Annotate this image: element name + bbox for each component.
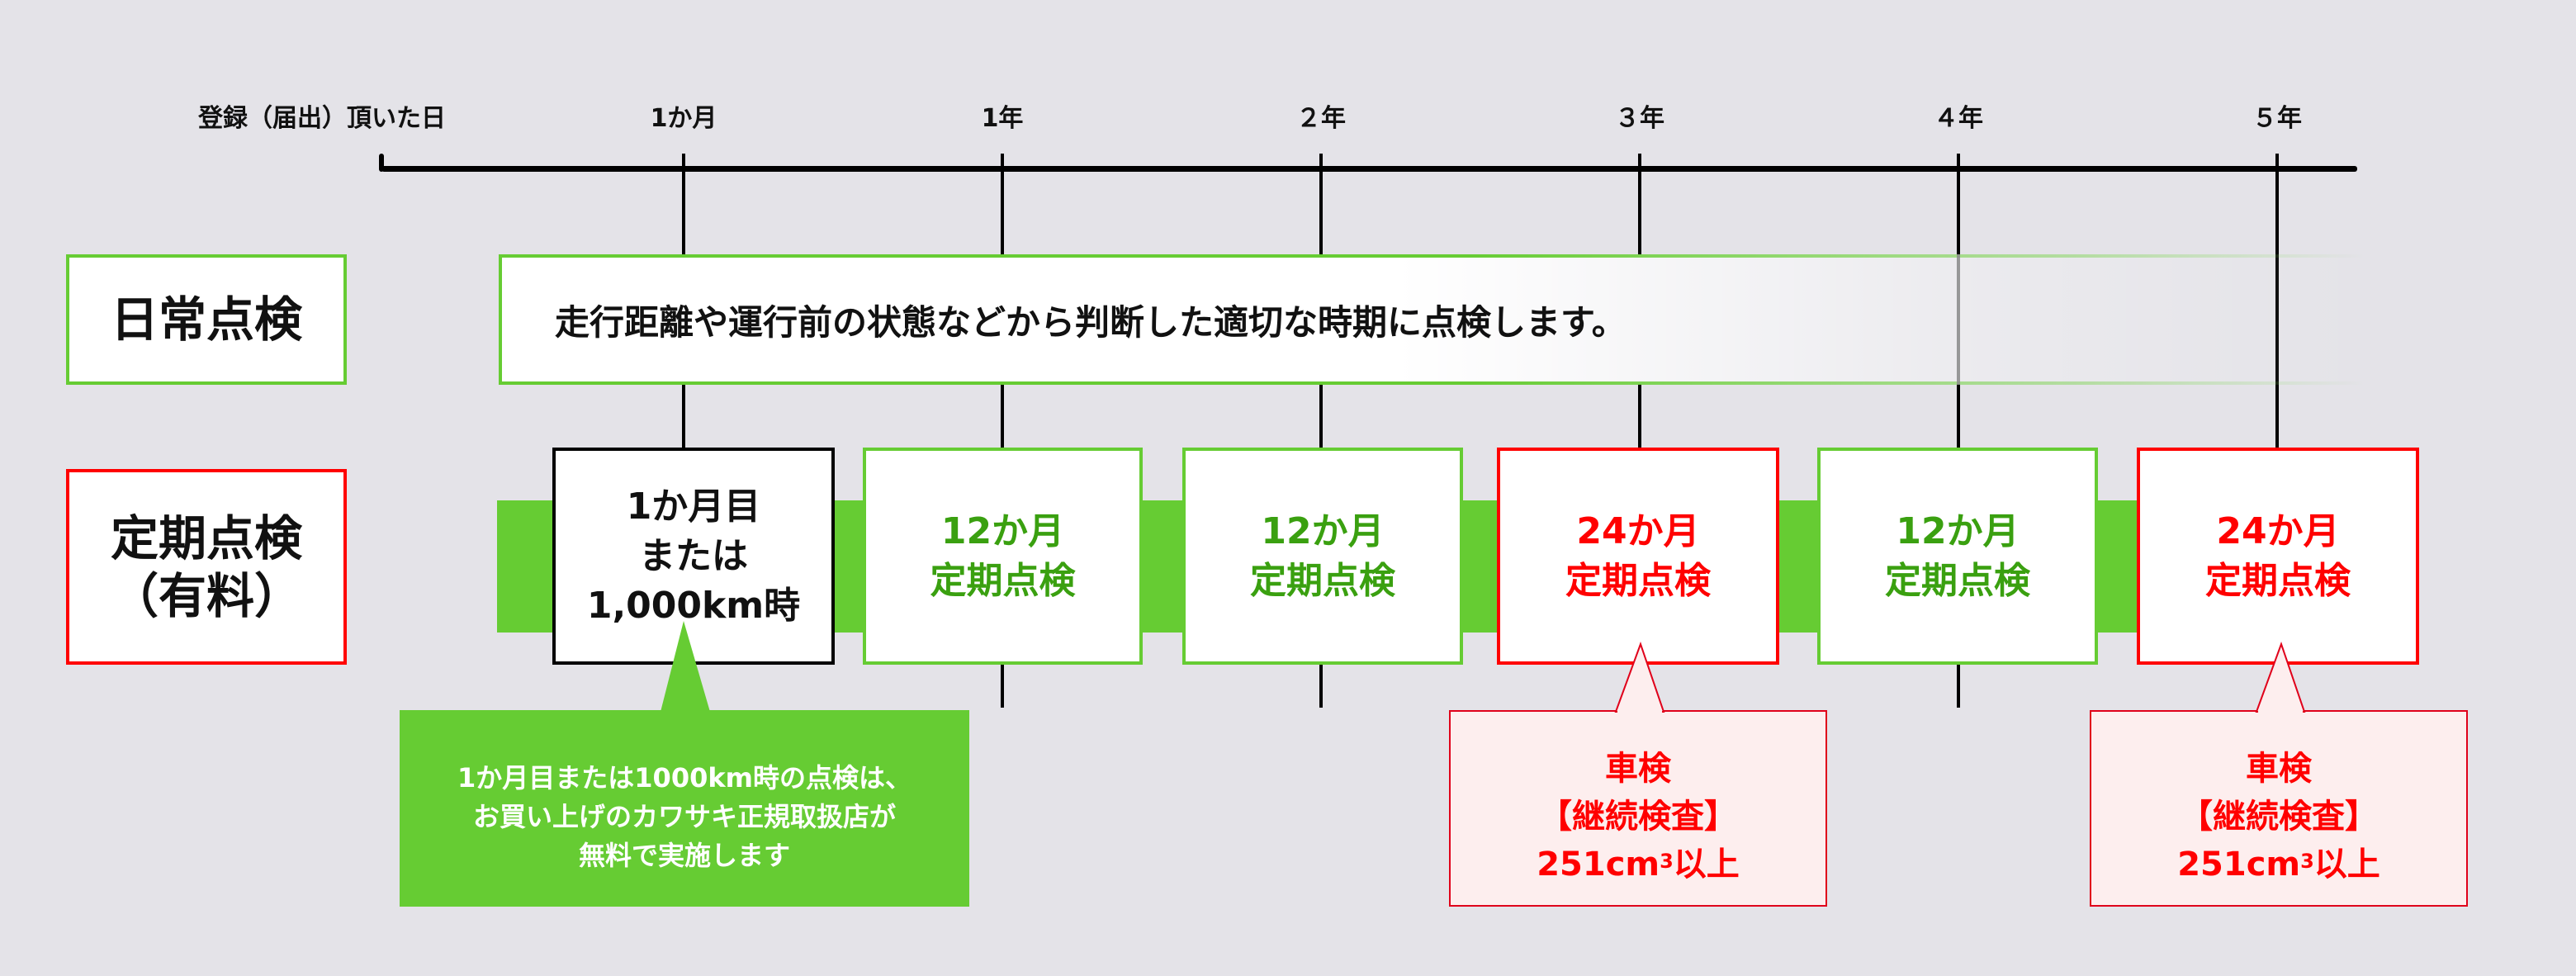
tick-line-2-year xyxy=(1319,154,1323,254)
displacement-superscript: 3 xyxy=(1660,850,1674,873)
daily-inspection-description: 走行距離や運行前の状態などから判断した適切な時期に点検します。 xyxy=(555,301,1627,343)
inspection-box-line: 定期点検 xyxy=(1885,559,2030,602)
daily-inspection-label-text: 日常点検 xyxy=(110,291,302,348)
tick-line-1-month xyxy=(682,154,685,254)
inspection-box-12-month-year1: 12か月 定期点検 xyxy=(863,448,1143,665)
tick-line-4-year-bottom xyxy=(1957,665,1960,708)
shaken-callout-year5: 車検 【継続検査】 251cm3以上 xyxy=(2090,710,2468,907)
callout-pointer-green xyxy=(661,621,710,712)
tick-label-1-month: 1か月 xyxy=(650,104,717,133)
tick-label-3-year: ３年 xyxy=(1615,104,1664,133)
callout-line: 無料で実施します xyxy=(578,839,790,871)
inspection-box-line: 12か月 xyxy=(940,509,1065,552)
inspection-box-line: 12か月 xyxy=(1261,509,1385,552)
displacement-value: 251cm xyxy=(1537,846,1660,884)
inspection-box-12-month-year2: 12か月 定期点検 xyxy=(1182,448,1463,665)
tick-label-4-year: ４年 xyxy=(1934,104,1983,133)
tick-line-2-year-bottom xyxy=(1319,665,1323,708)
tick-line-1-year xyxy=(1001,154,1004,254)
callout-line: 251cm3以上 xyxy=(1537,841,1740,888)
daily-inspection-label: 日常点検 xyxy=(66,254,347,385)
shaken-callout-year3: 車検 【継続検査】 251cm3以上 xyxy=(1449,710,1827,907)
inspection-box-1-month: 1か月目 または 1,000km時 xyxy=(552,448,835,665)
tick-line-4-year-mid xyxy=(1957,384,1960,448)
callout-pointer-red-year5 xyxy=(2255,642,2306,713)
inspection-box-24-month-year5: 24か月 定期点検 xyxy=(2137,448,2419,665)
callout-line: 【継続検査】 xyxy=(1539,798,1737,836)
inspection-box-line: 定期点検 xyxy=(1565,559,1711,602)
periodic-inspection-label-line1: 定期点検 xyxy=(110,509,302,566)
callout-line: 1か月目または1000km時の点検は、 xyxy=(457,761,912,794)
callout-line: 車検 xyxy=(2246,750,2312,788)
displacement-suffix: 以上 xyxy=(1673,846,1740,884)
free-inspection-callout: 1か月目または1000km時の点検は、 お買い上げのカワサキ正規取扱店が 無料で… xyxy=(400,710,969,907)
tick-line-4-year xyxy=(1957,154,1960,254)
callout-line: お買い上げのカワサキ正規取扱店が xyxy=(472,800,896,832)
inspection-box-line: 定期点検 xyxy=(1250,559,1395,602)
tick-label-5-year: ５年 xyxy=(2252,104,2302,133)
periodic-inspection-label: 定期点検 （有料） xyxy=(66,469,347,665)
inspection-box-line: 24か月 xyxy=(2216,509,2340,552)
inspection-box-line: 定期点検 xyxy=(930,559,1076,602)
inspection-box-12-month-year4: 12か月 定期点検 xyxy=(1817,448,2098,665)
tick-line-3-year-mid xyxy=(1638,384,1641,448)
callout-line: 251cm3以上 xyxy=(2177,841,2380,888)
timeline-start-label: 登録（届出）頂いた日 xyxy=(198,104,446,133)
tick-line-1-year-mid xyxy=(1001,384,1004,448)
callout-line: 車検 xyxy=(1605,750,1671,788)
callout-pointer-red-year3 xyxy=(1614,642,1665,713)
displacement-value: 251cm xyxy=(2177,846,2301,884)
inspection-box-line: 12か月 xyxy=(1896,509,2020,552)
daily-inspection-box: 走行距離や運行前の状態などから判断した適切な時期に点検します。 xyxy=(499,254,2365,385)
inspection-box-line: 24か月 xyxy=(1576,509,1700,552)
inspection-box-line: または xyxy=(639,534,748,577)
displacement-suffix: 以上 xyxy=(2313,846,2380,884)
tick-line-1-year-bottom xyxy=(1001,665,1004,708)
timeline-start-bracket xyxy=(379,154,384,172)
timeline-axis xyxy=(381,166,2357,172)
callout-line: 【継続検査】 xyxy=(2180,798,2378,836)
inspection-box-line: 1か月目 xyxy=(626,485,761,528)
tick-line-1-month-mid xyxy=(682,384,685,448)
tick-line-3-year xyxy=(1638,154,1641,254)
inspection-box-line: 1,000km時 xyxy=(586,584,801,627)
inspection-box-24-month-year3: 24か月 定期点検 xyxy=(1497,448,1779,665)
tick-line-4-year-through-daily xyxy=(1957,254,1960,385)
tick-label-2-year: ２年 xyxy=(1296,104,1346,133)
tick-label-1-year: 1年 xyxy=(981,104,1024,133)
periodic-inspection-label-line2: （有料） xyxy=(110,567,302,624)
tick-line-2-year-mid xyxy=(1319,384,1323,448)
inspection-box-line: 定期点検 xyxy=(2205,559,2351,602)
displacement-superscript: 3 xyxy=(2300,850,2314,873)
